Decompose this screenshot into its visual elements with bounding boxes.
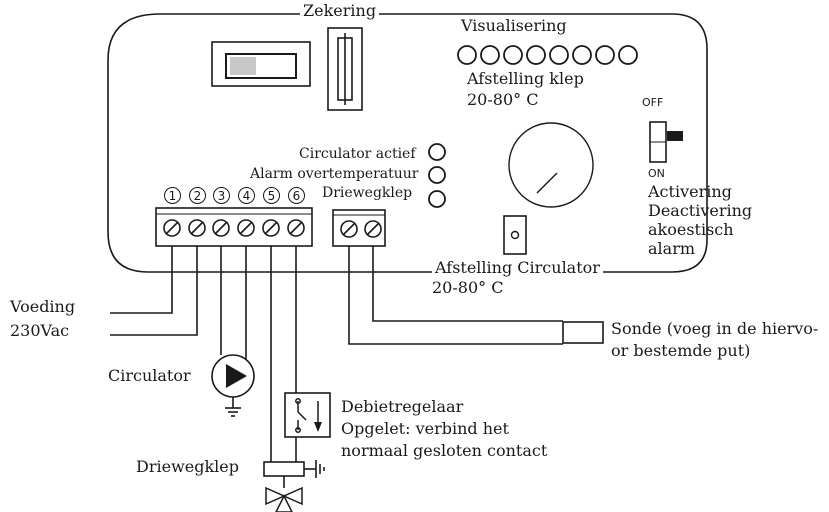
driewegklep-valve-label: Driewegklep	[136, 457, 239, 476]
switch-off-label: OFF	[642, 96, 664, 109]
alarm-overtemperatuur-label: Alarm overtemperatuur	[250, 166, 419, 182]
driewegklep-actuator	[263, 461, 305, 477]
visualisering-label: Visualisering	[461, 16, 567, 35]
afstelling-circulator-trimmer	[503, 215, 527, 255]
display-window	[211, 41, 311, 87]
terminal-number-5: 5	[263, 187, 280, 204]
led-alarm-overtemperatuur	[428, 166, 446, 184]
terminal-block-sonde	[332, 209, 386, 247]
visualisering-leds	[457, 45, 638, 65]
afstelling-circulator-label: Afstelling Circulator	[432, 258, 603, 278]
led-circulator-actief	[428, 143, 446, 161]
sonde-probe	[562, 321, 604, 344]
circulator-actief-label: Circulator actief	[299, 146, 416, 162]
terminal-number-1: 1	[164, 187, 181, 204]
fuse-holder	[327, 27, 363, 111]
driewegklep-terminal-label: Driewegklep	[322, 185, 413, 201]
switch-on-label: ON	[648, 167, 665, 180]
circulator-label: Circulator	[108, 366, 191, 385]
afstelling-klep-knob	[508, 122, 594, 208]
terminal-number-4: 4	[238, 187, 255, 204]
terminal-number-2: 2	[189, 187, 206, 204]
afstelling-klep-range: 20-80° C	[467, 90, 539, 109]
terminal-number-6: 6	[288, 187, 305, 204]
terminal-number-3: 3	[213, 187, 230, 204]
sonde-wire-1	[348, 246, 563, 345]
debietregelaar-label: Debietregelaar Opgelet: verbind het norm…	[341, 397, 548, 460]
voeding-wire-2	[110, 246, 198, 336]
control-box-outline	[107, 13, 708, 273]
sonde-wire-2	[372, 246, 563, 322]
voeding-wire-1	[110, 246, 173, 314]
activering-label: Activering Deactivering akoestisch alarm	[648, 182, 753, 258]
voeding-label: Voeding 230Vac	[10, 297, 76, 340]
led-driewegklep	[428, 190, 446, 208]
debietregelaar-box	[284, 392, 331, 438]
terminal-block-main	[155, 207, 313, 247]
zekering-label: Zekering	[300, 1, 380, 21]
afstelling-circulator-range: 20-80° C	[432, 278, 504, 297]
sonde-label: Sonde (voeg in de hiervo- or bestemde pu…	[611, 319, 819, 360]
afstelling-klep-label: Afstelling klep	[467, 69, 584, 88]
